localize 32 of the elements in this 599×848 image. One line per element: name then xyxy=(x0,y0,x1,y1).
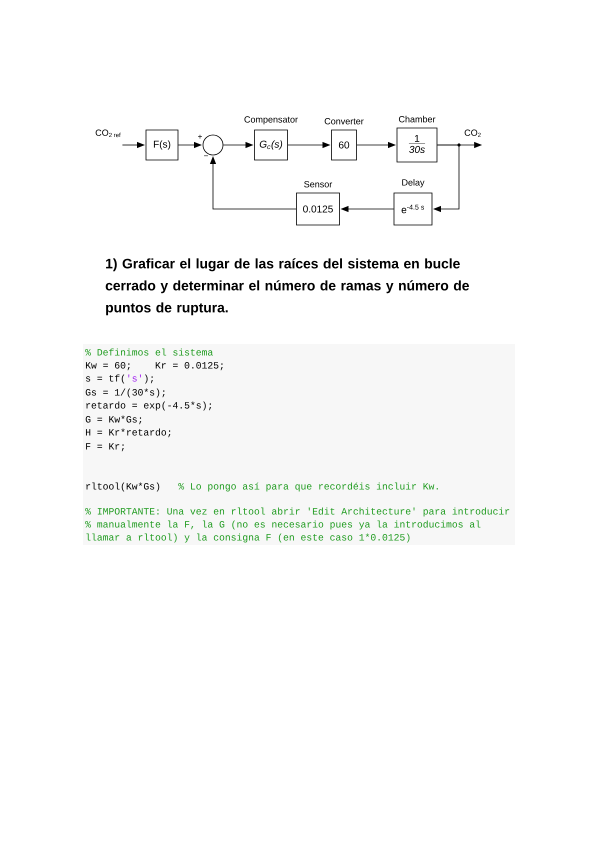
code-line: Kr = 0.0125; xyxy=(156,362,223,370)
code-line: 's' xyxy=(128,374,141,382)
code-line: s = tf( xyxy=(86,374,124,384)
signal-label: CO$_{2}$ xyxy=(464,130,481,137)
question-text: 1) Graficar el lugar de las raíces del sistema en bucle cerrado y determinar el número de ramas y número de puntos de ruptura. xyxy=(106,258,469,316)
code-line: rltool(Kw*Gs) xyxy=(86,482,160,492)
block-title: Chamber xyxy=(398,116,436,122)
code-line: % IMPORTANTE: Una vez en rltool abrir 'Edit Architecture' para introducir xyxy=(85,507,510,516)
block-box: G$_{c}$(s) xyxy=(254,130,288,160)
code-line: ); xyxy=(144,374,153,384)
code-line: H = Kr*retardo; xyxy=(86,428,170,438)
block-title: Delay xyxy=(402,179,424,188)
signal-label: CO$_{2 ref}$ xyxy=(96,130,121,138)
block-box: F(s) xyxy=(146,130,178,160)
code-line: % Lo pongo así para que recordéis incluir Kw. xyxy=(178,482,438,492)
block-title: Compensator xyxy=(244,116,298,124)
code-line: F = Kr; xyxy=(86,443,124,452)
block-box: 0.0125 xyxy=(296,192,340,226)
code-line: llamar a rltool) y la consigna F (en este caso 1*0.0125) xyxy=(86,533,410,542)
code-line: % manualmente la F, la G (no es necesario pues ya la introducimos al xyxy=(85,520,480,530)
summing-junction xyxy=(202,134,224,156)
code-line: Kw = 60; xyxy=(86,362,130,370)
block-title: Sensor xyxy=(304,181,332,188)
block-box: 60 xyxy=(331,130,357,160)
block-title: Converter xyxy=(324,118,364,124)
block-box: e$^{-4.5 s}$ xyxy=(394,192,432,226)
code-line: Gs = 1/(30*s); xyxy=(86,388,165,398)
code-line: retardo = exp(-4.5*s); xyxy=(86,401,212,410)
code-line: % Definimos el sistema xyxy=(85,348,213,356)
code-line: G = Kw*Gs; xyxy=(86,415,142,424)
block-box: 1 30s xyxy=(396,128,438,162)
sign-label: + xyxy=(198,134,202,139)
